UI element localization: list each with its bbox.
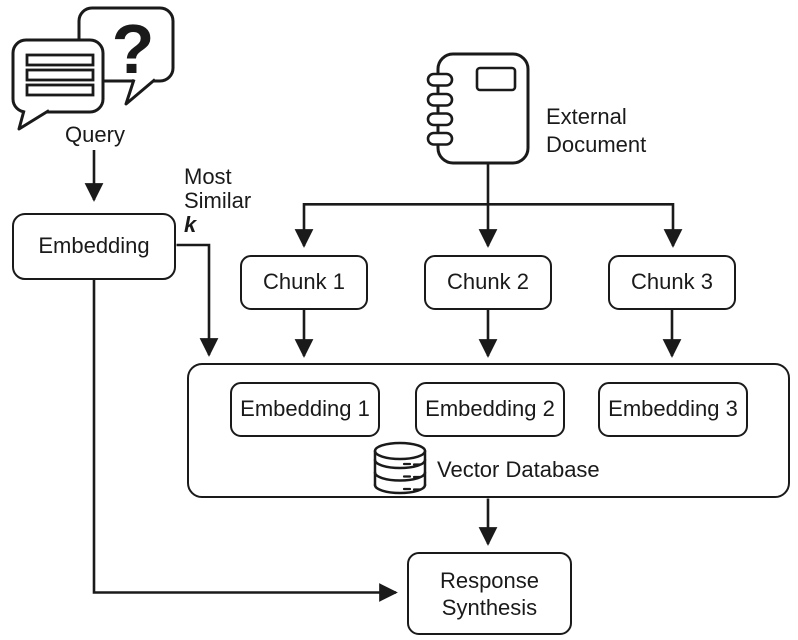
external-document-line2: Document — [546, 132, 647, 157]
external-document-line1: External — [546, 104, 627, 129]
most-similar-line2: Similar — [184, 188, 252, 213]
notebook-icon — [426, 52, 530, 165]
embedding-2-label: Embedding 2 — [425, 396, 555, 422]
chunk-1-node: Chunk 1 — [240, 255, 368, 310]
embedding-2-node: Embedding 2 — [415, 382, 565, 437]
vector-database-label: Vector Database — [437, 457, 600, 482]
chunk-1-label: Chunk 1 — [263, 269, 345, 295]
chunk-2-label: Chunk 2 — [447, 269, 529, 295]
most-similar-line1: Most — [184, 164, 232, 189]
response-synthesis-line2: Synthesis — [441, 594, 538, 620]
chunk-3-node: Chunk 3 — [608, 255, 736, 310]
arrow-embedding-to-response — [92, 280, 398, 602]
embedding-1-label: Embedding 1 — [240, 396, 370, 422]
notebook-rings-icon — [426, 72, 454, 146]
external-document-label: External Document — [546, 103, 646, 159]
vector-database-container — [187, 363, 790, 498]
chat-bubbles-icon — [11, 6, 175, 131]
embedding-1-node: Embedding 1 — [230, 382, 380, 437]
query-label: Query — [65, 122, 125, 147]
response-synthesis-line1: Response — [439, 567, 540, 593]
chunk-3-label: Chunk 3 — [631, 269, 713, 295]
response-synthesis-node: Response Synthesis — [407, 552, 572, 635]
connector-lines — [84, 150, 683, 602]
embedding-3-node: Embedding 3 — [598, 382, 748, 437]
message-bubble-icon — [11, 38, 105, 131]
notebook-label-icon — [475, 66, 517, 92]
database-icon — [373, 441, 427, 495]
embedding-node: Embedding — [12, 213, 176, 280]
embedding-node-label: Embedding — [38, 233, 150, 259]
chunk-2-node: Chunk 2 — [424, 255, 552, 310]
most-similar-k-annotation: Most Similar k — [184, 165, 251, 237]
arrow-most-similar-k-to-db — [176, 243, 219, 357]
question-mark-glyph: ? — [111, 10, 155, 88]
embedding-3-label: Embedding 3 — [608, 396, 738, 422]
k-variable-label: k — [184, 212, 197, 237]
